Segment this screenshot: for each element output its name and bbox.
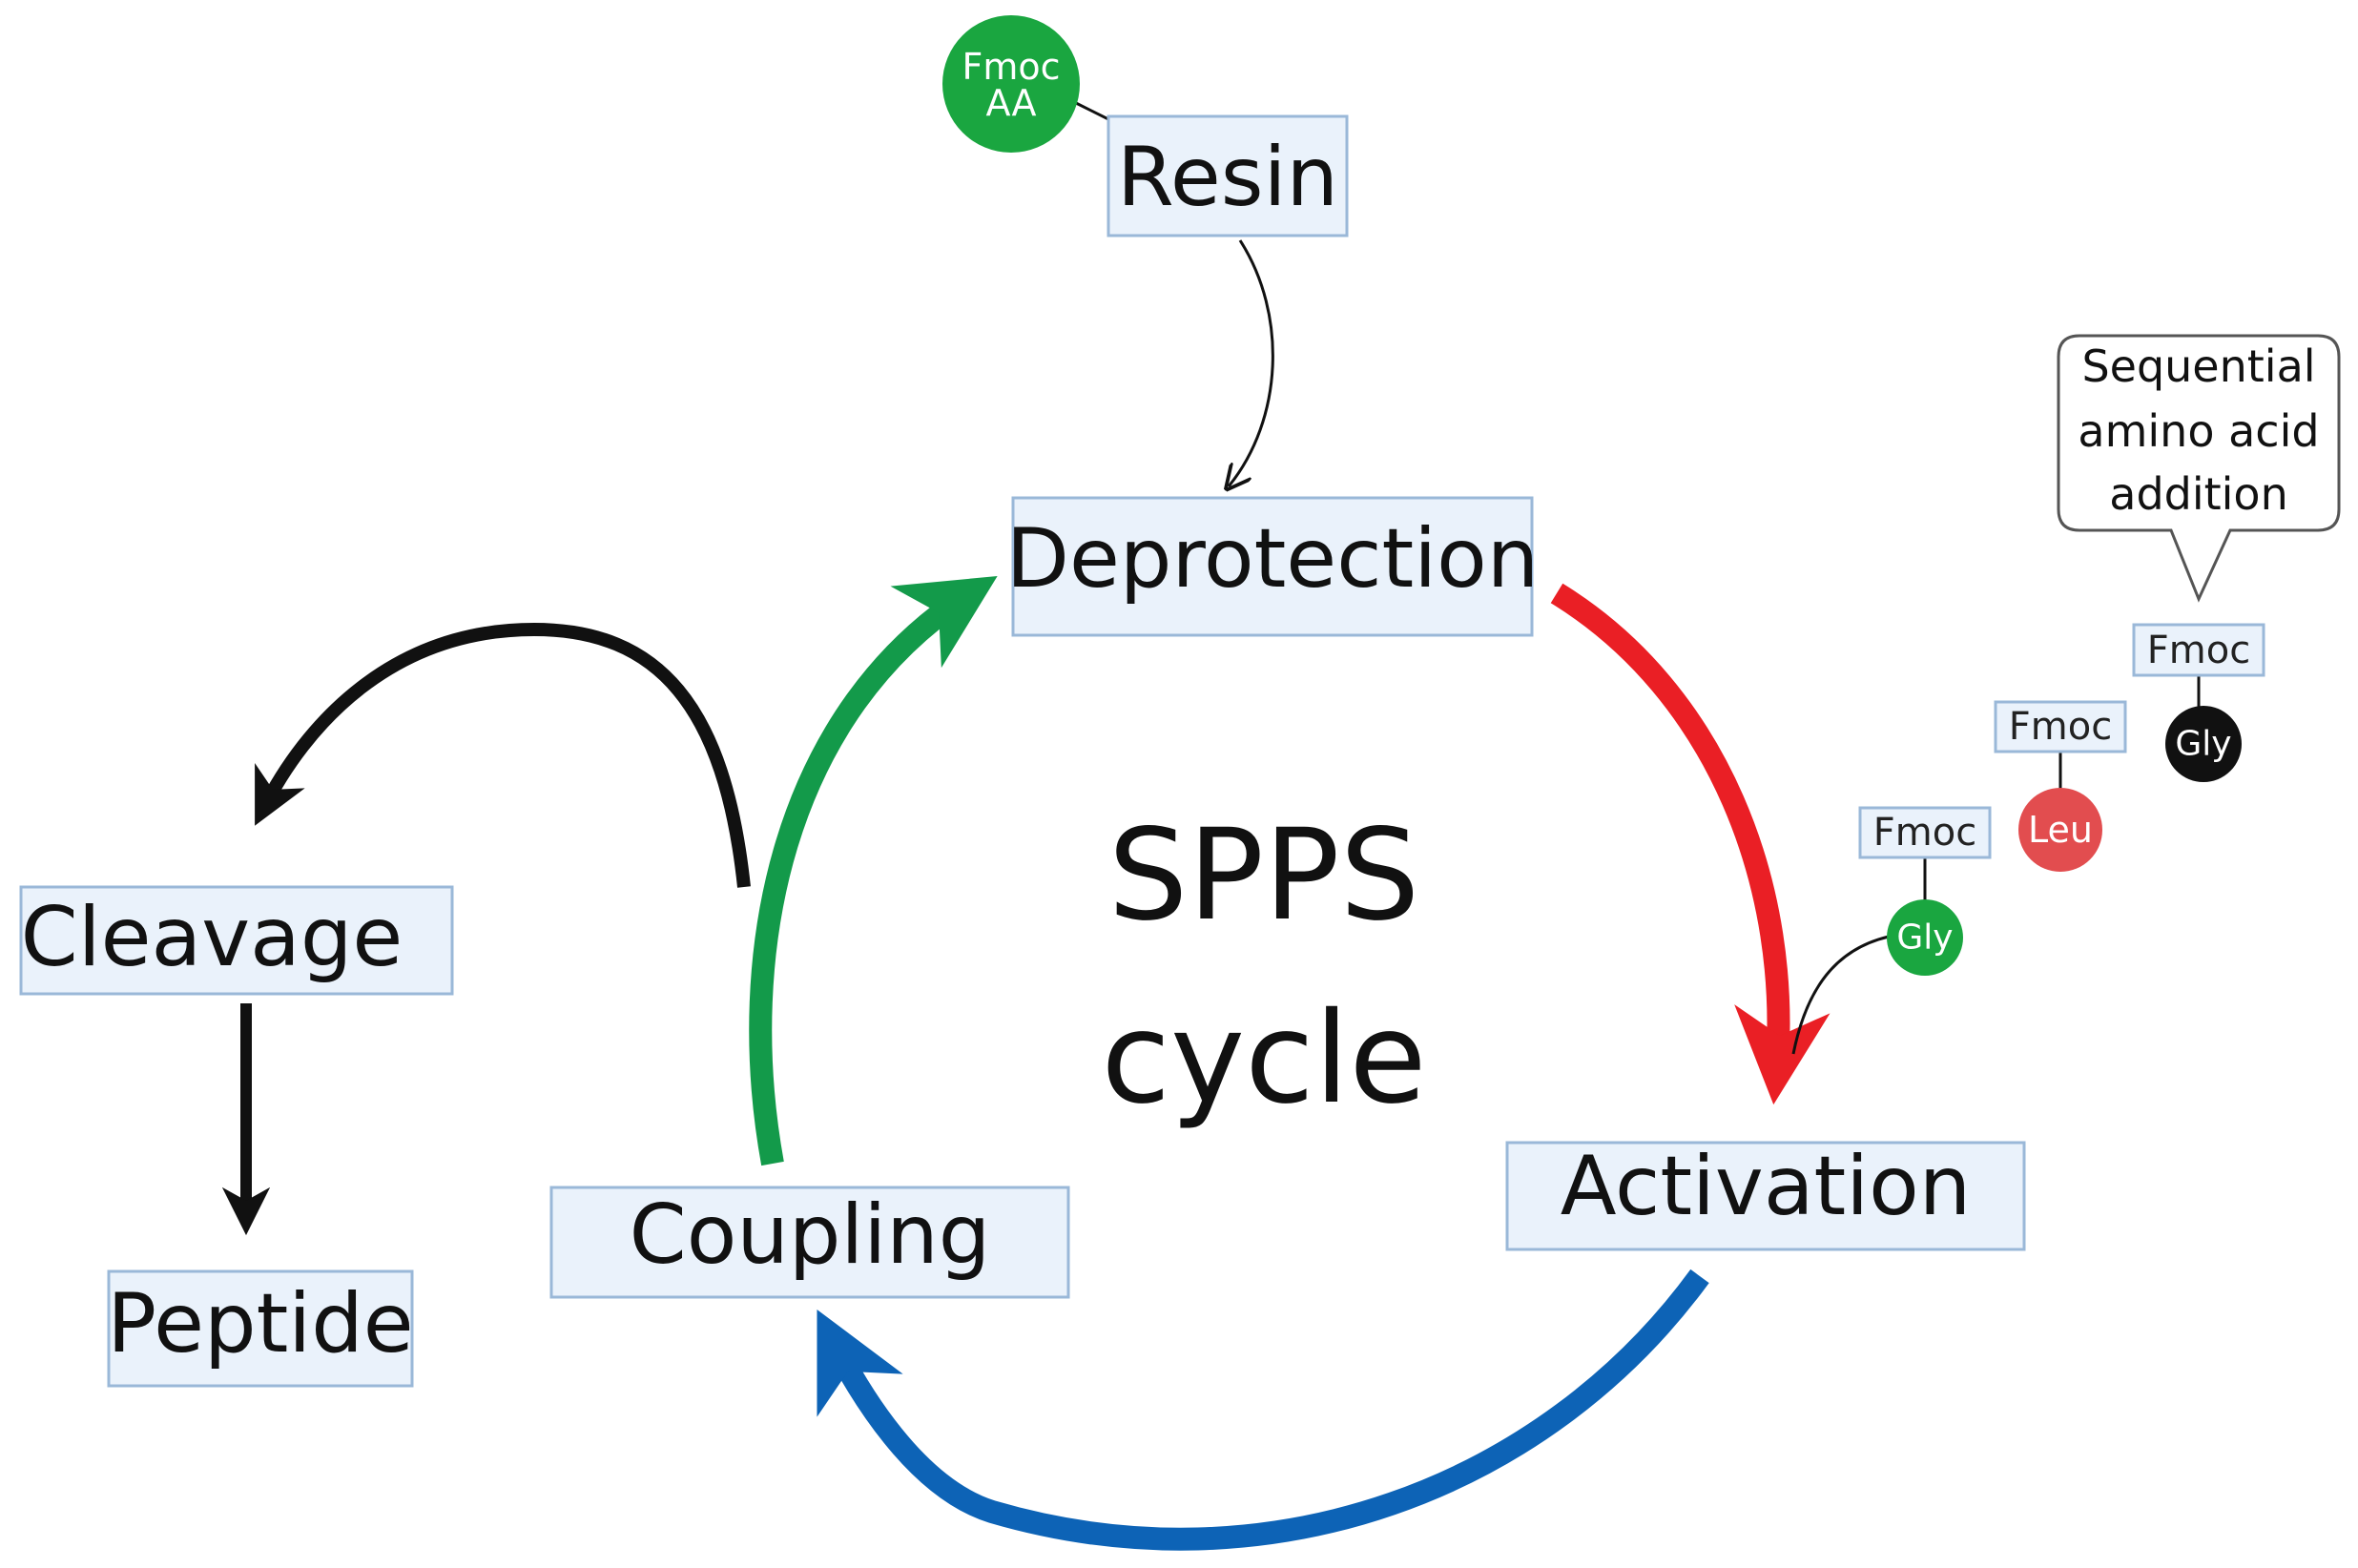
activation-amino-acid-connector xyxy=(1791,933,1899,1055)
amino-acid-3: Fmoc Gly xyxy=(2132,623,2265,782)
coupling-label: Coupling xyxy=(630,1187,991,1283)
cleavage-box: Cleavage xyxy=(19,885,454,996)
fmoc-aa-line2: AA xyxy=(985,82,1036,124)
amino-acid-name-3: Gly xyxy=(2175,725,2231,764)
activation-to-coupling-arrow xyxy=(817,1269,1709,1551)
activation-box: Activation xyxy=(1505,1139,2026,1251)
fmoc-box-3: Fmoc xyxy=(2132,623,2265,677)
cycle-title: SPPS xyxy=(1108,802,1420,949)
deprotection-label: Deprotection xyxy=(1006,511,1539,607)
callout-line2: amino acid xyxy=(2078,405,2319,457)
cycle-subtitle: cycle xyxy=(1101,985,1426,1132)
activation-label: Activation xyxy=(1561,1139,1972,1234)
amino-acid-circle-3 xyxy=(2165,706,2242,782)
cleavage-label: Cleavage xyxy=(21,890,403,985)
callout-line1: Sequential xyxy=(2081,340,2315,392)
coupling-box: Coupling xyxy=(549,1186,1070,1299)
coupling-to-cleavage-arrow xyxy=(255,622,751,888)
deprotection-to-activation-arrow xyxy=(1550,583,1831,1105)
peptide-label: Peptide xyxy=(107,1276,413,1372)
fmoc-box-2: Fmoc xyxy=(1994,700,2127,753)
sequential-addition-callout: Sequential amino acid addition xyxy=(2057,334,2341,603)
fmoc-label-2: Fmoc xyxy=(2009,705,2112,749)
fmoc-label-3: Fmoc xyxy=(2147,629,2250,672)
coupling-to-deprotection-arrow xyxy=(749,575,998,1166)
resin-box: Resin xyxy=(1107,114,1349,237)
resin-label: Resin xyxy=(1117,130,1338,225)
amino-acid-circle-2 xyxy=(2018,788,2102,872)
fmoc-label-1: Fmoc xyxy=(1873,811,1976,855)
amino-acid-name-1: Gly xyxy=(1896,918,1953,958)
amino-acid-circle-1 xyxy=(1887,899,1963,976)
amino-acid-2: Fmoc Leu xyxy=(1994,700,2127,872)
deprotection-box: Deprotection xyxy=(1006,496,1539,637)
amino-acid-1: Fmoc Gly xyxy=(1858,806,1992,976)
callout-line3: addition xyxy=(2109,468,2287,520)
fmoc-box-1: Fmoc xyxy=(1858,806,1992,859)
resin-to-deprotection-arrow xyxy=(1229,239,1274,486)
fmoc-aa-node: Fmoc AA xyxy=(942,15,1080,153)
fmoc-aa-line1: Fmoc xyxy=(962,46,1060,88)
amino-acid-name-2: Leu xyxy=(2028,809,2093,851)
peptide-box: Peptide xyxy=(107,1269,414,1388)
